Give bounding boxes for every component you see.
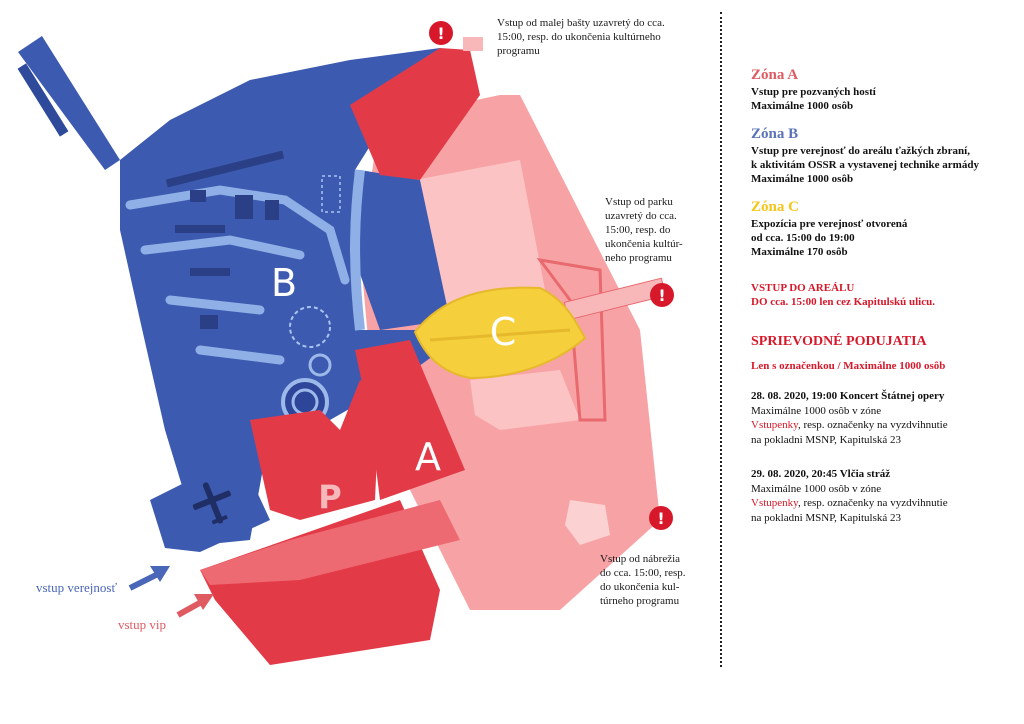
event-text: , resp. označenky na vyzdvihnutie <box>797 497 948 509</box>
zone-a-map-label: A <box>415 435 441 479</box>
events-subtitle: Len s označenkou / Maximálne 1000 osôb <box>751 360 946 372</box>
event-item: 29. 08. 2020, 20:45 Vlčia stráž Maximáln… <box>751 467 1013 525</box>
note-line: neho programu <box>605 252 672 264</box>
zone-c-area <box>413 286 587 380</box>
zone-a-title: Zóna A <box>751 67 799 83</box>
legend: Zóna A Vstup pre pozvaných hostí Maximál… <box>751 66 1013 525</box>
zone-b-line: Maximálne 1000 osôb <box>751 173 854 185</box>
event-item: 28. 08. 2020, 19:00 Koncert Štátnej oper… <box>751 389 1013 447</box>
zone-b-title: Zóna B <box>751 126 799 142</box>
note-line: Vstup od parku <box>605 196 673 208</box>
event-title: 28. 08. 2020, 19:00 Koncert Štátnej oper… <box>751 390 945 402</box>
zone-c-line: Maximálne 170 osôb <box>751 246 848 258</box>
svg-text:!: ! <box>657 509 664 528</box>
note-line: 15:00, resp. do <box>605 224 671 236</box>
parking-map-label: P <box>318 478 341 516</box>
zone-c-title: Zóna C <box>751 199 799 215</box>
legend-zone-a: Zóna A Vstup pre pozvaných hostí Maximál… <box>751 66 1013 113</box>
event-text: , resp. označenky na vyzdvihnutie <box>797 419 948 431</box>
zone-b-area <box>17 36 455 552</box>
legend-zone-c: Zóna C Expozícia pre verejnosť otvorená … <box>751 198 1013 259</box>
vip-entry-label: vstup vip <box>118 617 167 632</box>
public-entry-label: vstup verejnosť <box>36 580 118 595</box>
zone-c-line: od cca. 15:00 do 19:00 <box>751 232 855 244</box>
note-embankment-entry: Vstup od nábrežia do cca. 15:00, resp. d… <box>600 552 715 608</box>
event-line: na pokladni MSNP, Kapitulská 23 <box>751 511 902 524</box>
note-park-entry: Vstup od parku uzavretý do cca. 15:00, r… <box>605 195 715 265</box>
zone-b-line: k aktivitám OSSR a vystavenej technike a… <box>751 159 979 171</box>
public-entry-arrow <box>128 566 170 591</box>
event-line: Maximálne 1000 osôb v zóne <box>751 404 882 417</box>
alert-icon: ! <box>649 506 673 530</box>
zone-a-line: Maximálne 1000 osôb <box>751 100 854 112</box>
divider <box>720 12 722 667</box>
note-line: túrneho programu <box>600 595 680 607</box>
zone-b-line: Vstup pre verejnosť do areálu ťažkých zb… <box>751 145 970 157</box>
note-line: ukončenia kultúr- <box>605 238 683 250</box>
events-title: SPRIEVODNÉ PODUJATIA <box>751 334 927 349</box>
note-line: do cca. 15:00, resp. <box>600 567 686 579</box>
note-line: uzavretý do cca. <box>605 210 677 222</box>
zone-a-area <box>200 48 480 665</box>
svg-text:!: ! <box>658 286 665 305</box>
event-line: Vstupenky, resp. označenky na vyzdvihnut… <box>751 496 1013 511</box>
zone-b-map-label: B <box>271 261 297 305</box>
note-line: do ukončenia kul- <box>600 581 680 593</box>
event-line: Vstupenky, resp. označenky na vyzdvihnut… <box>751 418 1013 433</box>
zone-c-line: Expozícia pre verejnosť otvorená <box>751 218 908 230</box>
note-bastion-entry: Vstup od malej bašty uzavretý do cca. 15… <box>497 16 707 58</box>
note-line: 15:00, resp. do ukončenia kultúrneho <box>497 31 661 43</box>
entry-warning-line: DO cca. 15:00 len cez Kapitulskú ulicu. <box>751 296 935 308</box>
entry-warning-line: VSTUP DO AREÁLU <box>751 282 855 294</box>
alert-icon: ! <box>429 21 453 45</box>
note-line: Vstup od malej bašty uzavretý do cca. <box>497 17 665 29</box>
tickets-link[interactable]: Vstupenky <box>751 497 798 509</box>
note-line: programu <box>497 45 540 57</box>
plane-icon <box>192 482 231 525</box>
event-line: Maximálne 1000 osôb v zóne <box>751 482 882 495</box>
event-title: 29. 08. 2020, 20:45 Vlčia stráž <box>751 468 891 480</box>
zone-c-map-label: C <box>490 310 517 354</box>
note-line: Vstup od nábrežia <box>600 553 681 565</box>
svg-text:!: ! <box>437 24 444 43</box>
vip-entry-arrow <box>176 594 214 618</box>
small-bastion <box>463 37 483 51</box>
legend-zone-b: Zóna B Vstup pre verejnosť do areálu ťaž… <box>751 125 1013 186</box>
zone-a-line: Vstup pre pozvaných hostí <box>751 86 876 98</box>
event-line: na pokladni MSNP, Kapitulská 23 <box>751 433 902 446</box>
tickets-link[interactable]: Vstupenky <box>751 419 798 431</box>
entry-warning: VSTUP DO AREÁLU DO cca. 15:00 len cez Ka… <box>751 281 1013 309</box>
alert-icon: ! <box>650 283 674 307</box>
